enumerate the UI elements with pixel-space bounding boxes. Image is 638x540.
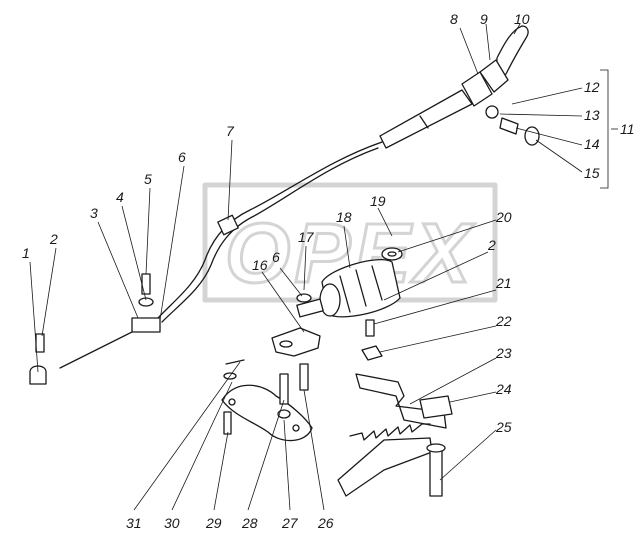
pin-31 xyxy=(223,359,245,380)
return-kit xyxy=(485,105,540,146)
callout-14: 14 xyxy=(584,136,600,152)
bolt-5 xyxy=(138,273,154,307)
callout-2: 2 xyxy=(49,231,58,247)
nut-22 xyxy=(361,345,383,361)
callout-8: 8 xyxy=(450,11,458,27)
cable-handle xyxy=(495,25,529,81)
callouts: 1 2 3 4 5 6 7 8 9 10 11 12 13 14 15 16 1… xyxy=(22,11,635,531)
callout-7: 7 xyxy=(226,123,235,139)
callout-26: 26 xyxy=(317,515,334,531)
callout-22: 22 xyxy=(495,313,512,329)
long-bolt xyxy=(426,443,446,497)
handle-body xyxy=(461,71,493,107)
callout-13: 13 xyxy=(584,107,600,123)
callout-3: 3 xyxy=(90,205,98,221)
callout-19: 19 xyxy=(370,193,386,209)
callout-23: 23 xyxy=(495,345,512,361)
cable-tube xyxy=(379,89,473,149)
callout-25: 25 xyxy=(495,419,512,435)
throttle-cable xyxy=(59,25,529,369)
mounting-bracket xyxy=(337,373,453,497)
screw-21 xyxy=(365,319,375,337)
nut-17 xyxy=(296,293,312,303)
callout-11: 11 xyxy=(620,121,635,137)
callout-6: 6 xyxy=(178,149,186,165)
callout-10: 10 xyxy=(514,11,530,27)
callout-2b: 2 xyxy=(487,237,496,253)
callout-12: 12 xyxy=(584,79,600,95)
return-spring xyxy=(349,423,431,441)
spring-clip xyxy=(29,365,47,385)
callout-18: 18 xyxy=(336,209,352,225)
callout-21: 21 xyxy=(495,275,512,291)
callout-17: 17 xyxy=(298,229,315,245)
bolt-2 xyxy=(35,333,45,353)
callout-24: 24 xyxy=(495,381,512,397)
callout-31: 31 xyxy=(126,515,142,531)
handle-collar xyxy=(479,59,509,93)
callout-29: 29 xyxy=(205,515,222,531)
callout-6b: 6 xyxy=(272,249,280,265)
callout-5: 5 xyxy=(144,171,152,187)
callout-30: 30 xyxy=(164,515,180,531)
linkage-plate xyxy=(271,327,321,357)
leader-lines xyxy=(29,23,618,511)
cable-clamp xyxy=(217,214,239,236)
lower-plate xyxy=(221,363,313,442)
callout-1: 1 xyxy=(22,245,30,261)
washer-20 xyxy=(381,247,403,261)
callout-16: 16 xyxy=(252,257,268,273)
solenoid xyxy=(296,259,401,318)
callout-28: 28 xyxy=(241,515,258,531)
cable-bracket xyxy=(131,317,161,333)
callout-20: 20 xyxy=(495,209,512,225)
cable-wire xyxy=(59,327,141,369)
callout-15: 15 xyxy=(584,165,600,181)
callout-27: 27 xyxy=(281,515,299,531)
callout-9: 9 xyxy=(480,11,488,27)
callout-4: 4 xyxy=(116,189,124,205)
